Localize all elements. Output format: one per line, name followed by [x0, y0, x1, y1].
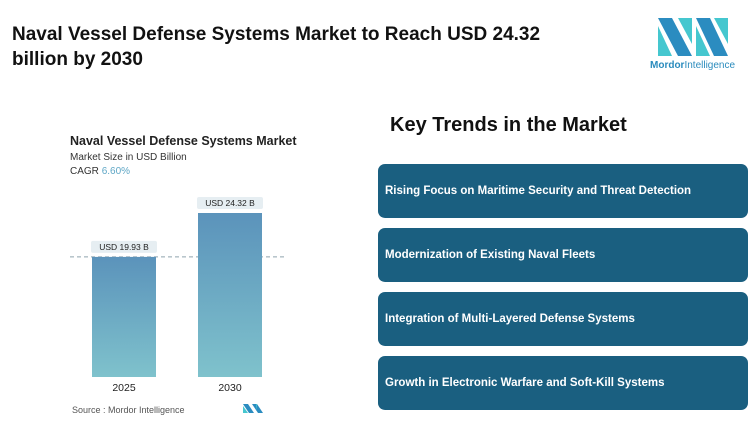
logo-text: MordorIntelligence [650, 60, 736, 71]
cagr-value: 6.60% [101, 166, 131, 177]
data-label-bg [197, 197, 263, 209]
source-logo-icon [243, 404, 263, 413]
trend-item: Rising Focus on Maritime Security and Th… [378, 164, 748, 218]
data-label: USD 19.93 B [99, 242, 149, 252]
trend-item: Modernization of Existing Naval Fleets [378, 228, 748, 282]
page-title: Naval Vessel Defense Systems Market to R… [12, 24, 541, 70]
x-tick-label: 2030 [218, 382, 242, 394]
key-trends-title: Key Trends in the Market [390, 114, 627, 136]
chart-cagr: CAGR 6.60% [70, 166, 131, 177]
trend-item: Integration of Multi-Layered Defense Sys… [378, 292, 748, 346]
data-label: USD 24.32 B [205, 198, 255, 208]
bar-2025 [92, 256, 156, 377]
chart-title: Naval Vessel Defense Systems Market [70, 134, 297, 148]
bar-2030 [198, 213, 262, 377]
source-note: Source : Mordor Intelligence [72, 405, 185, 415]
x-tick-label: 2025 [112, 382, 136, 394]
trend-item: Growth in Electronic Warfare and Soft-Ki… [378, 356, 748, 410]
data-label-bg [91, 240, 157, 253]
chart-subtitle: Market Size in USD Billion [70, 152, 187, 163]
logo-mark-icon [658, 18, 728, 56]
mordor-intelligence-logo: MordorIntelligence [650, 18, 746, 71]
